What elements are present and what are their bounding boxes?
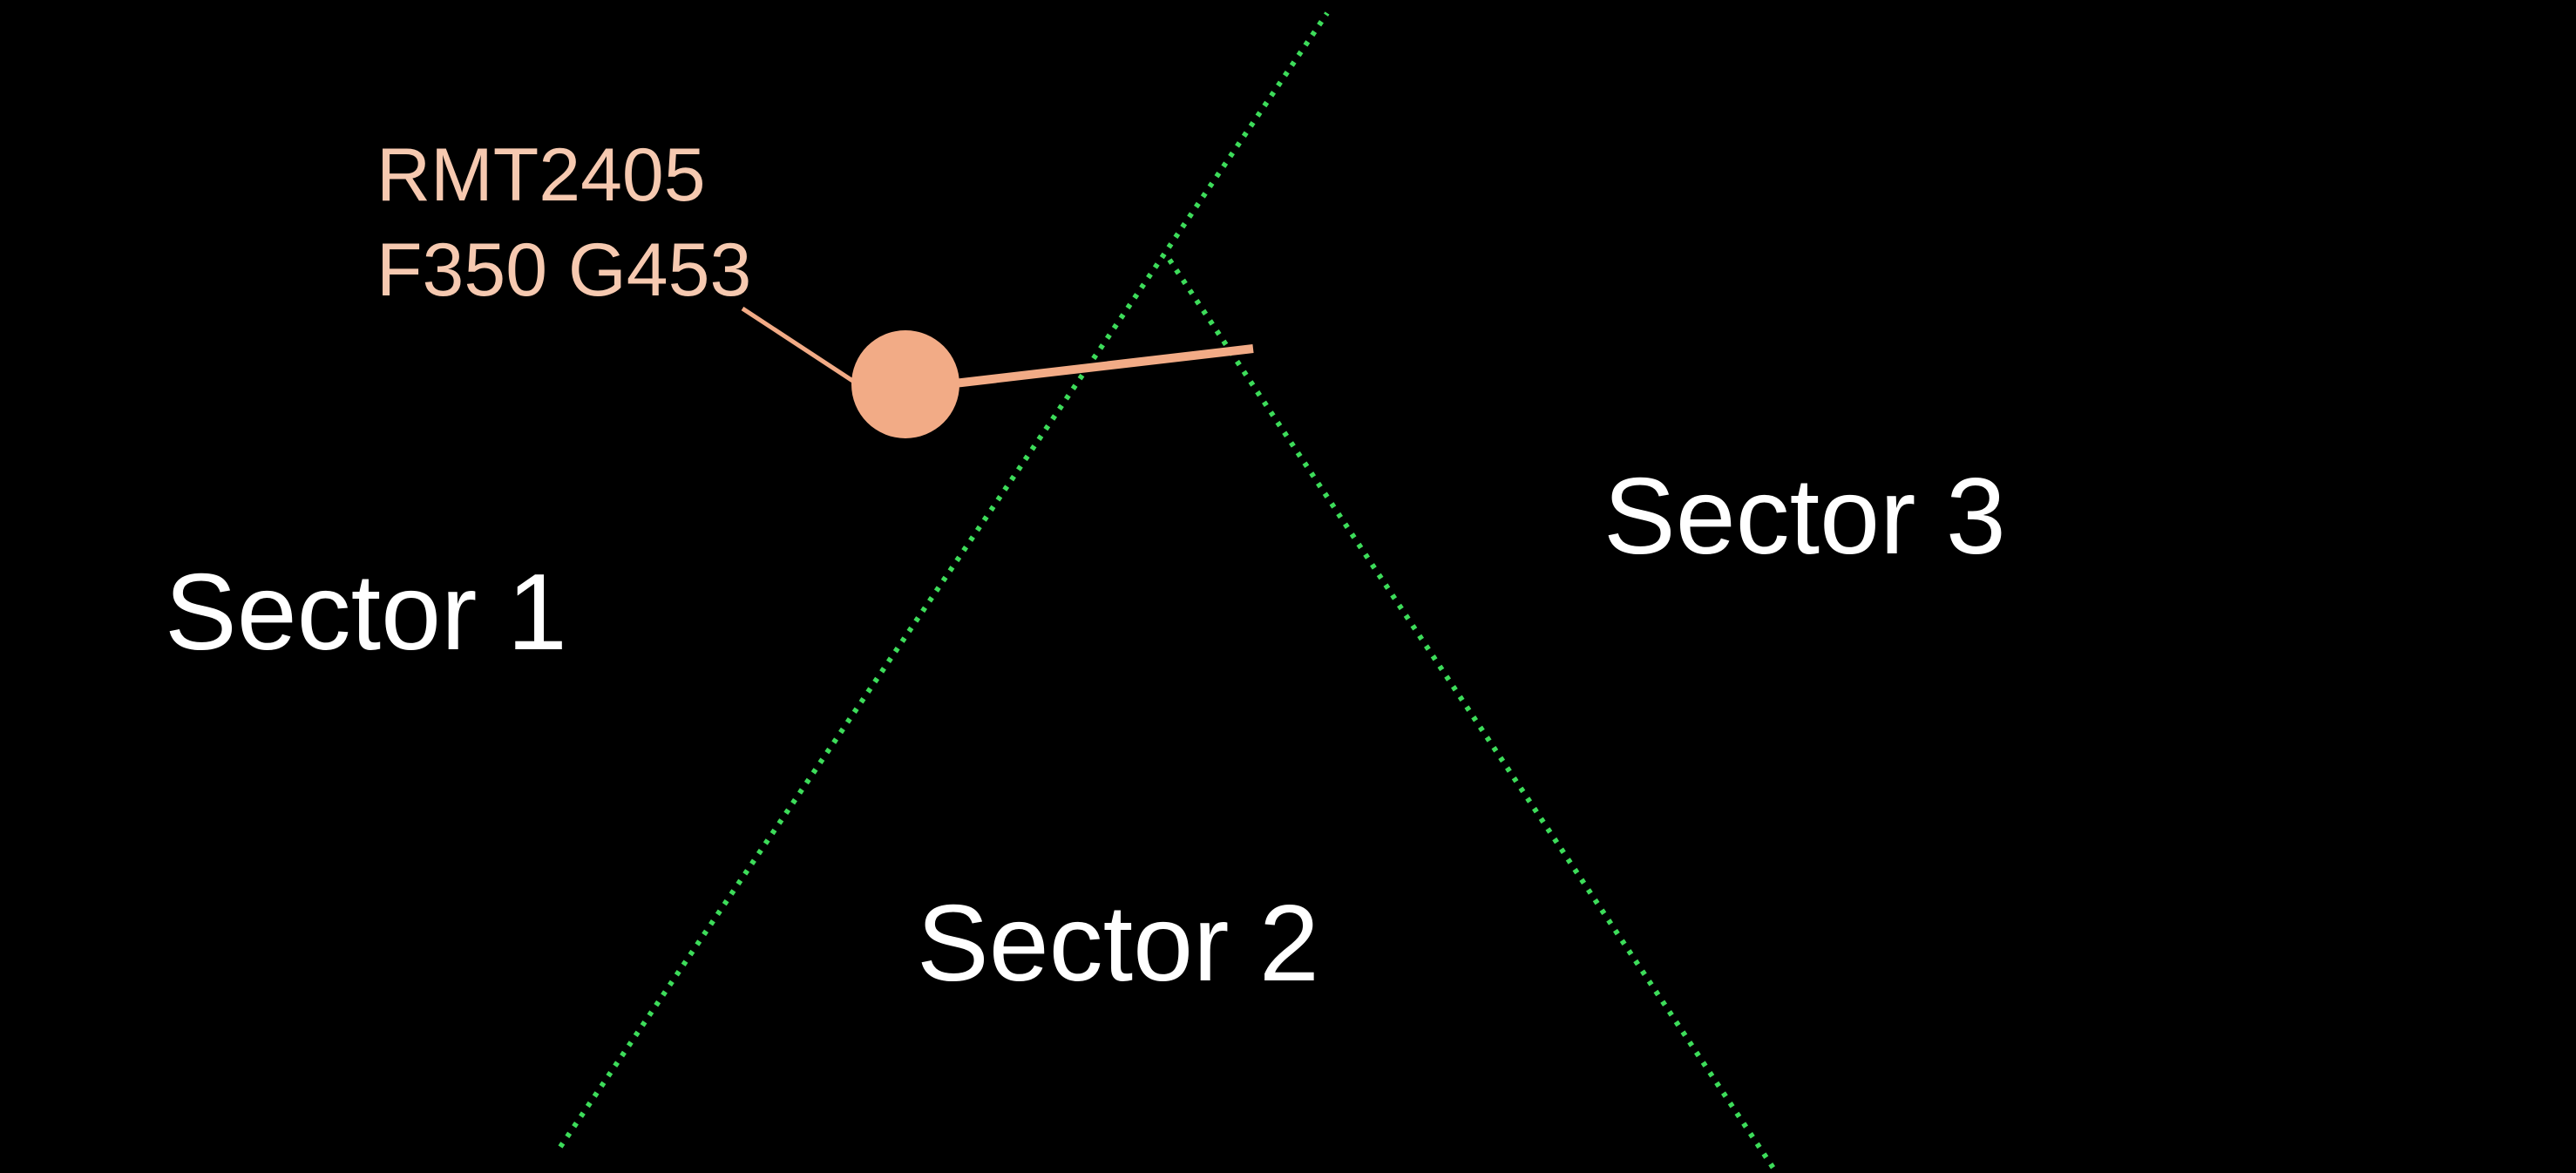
label-leader-line xyxy=(741,306,856,384)
aircraft-target[interactable] xyxy=(851,330,959,438)
velocity-vector xyxy=(953,344,1254,388)
sector-2-label: Sector 2 xyxy=(917,884,1319,1004)
sector-3-label: Sector 3 xyxy=(1603,457,2006,577)
aircraft-callsign[interactable]: RMT2405 xyxy=(376,133,706,217)
sector-1-label: Sector 1 xyxy=(165,553,567,673)
aircraft-data-line[interactable]: F350 G453 xyxy=(376,228,751,312)
sector-boundary-1-2 xyxy=(558,11,1330,1149)
